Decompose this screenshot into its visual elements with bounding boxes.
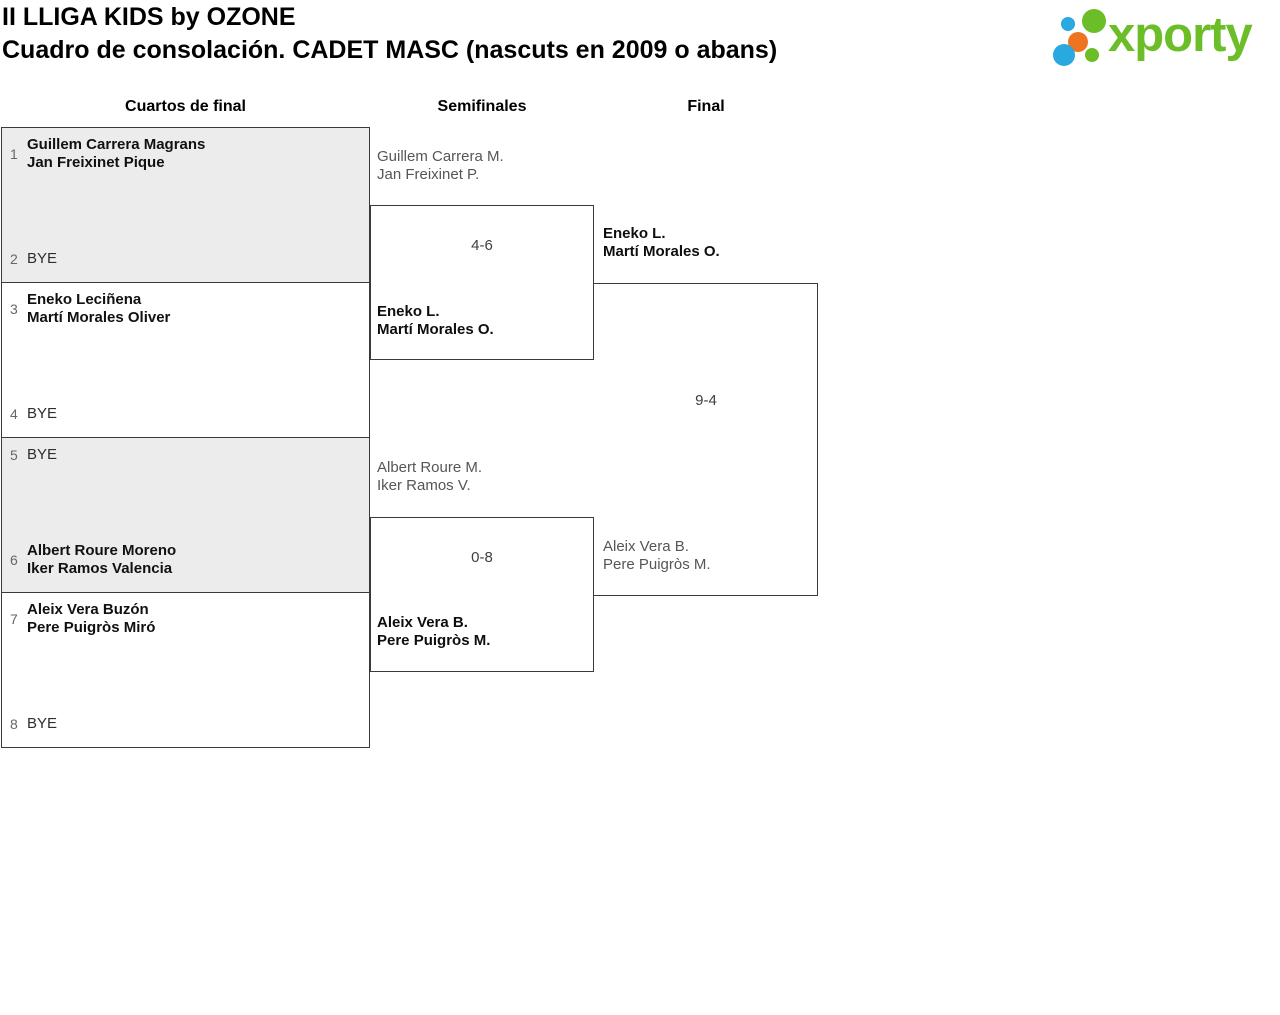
round-header-quarterfinals: Cuartos de final [125, 98, 246, 115]
bye-label: BYE [27, 405, 58, 422]
team-names: Guillem Carrera Magrans Jan Freixinet Pi… [27, 136, 205, 172]
event-title: II LLIGA KIDS by OZONE [2, 3, 296, 31]
bracket-slot-1: 1 Guillem Carrera Magrans Jan Freixinet … [2, 136, 369, 172]
round-header-semifinals: Semifinales [437, 98, 527, 115]
bracket-slot-7: 7 Aleix Vera Buzón Pere Puigròs Miró [2, 601, 369, 637]
semifinal-1-top-team: Guillem Carrera M. Jan Freixinet P. [377, 148, 504, 184]
seed-number: 1 [10, 146, 18, 162]
team-name-line: Martí Morales Oliver [27, 309, 171, 326]
semifinal-2-bottom-team: Aleix Vera B. Pere Puigròs M. [377, 614, 490, 650]
semifinal-1-box [370, 205, 594, 360]
bracket-slot-6: 6 Albert Roure Moreno Iker Ramos Valenci… [2, 542, 369, 578]
quarterfinal-pair-box-2: 3 Eneko Leciñena Martí Morales Oliver 4 … [1, 282, 370, 438]
team-name-line: Eneko L. [603, 225, 666, 242]
semifinal-2-box [370, 517, 594, 672]
seed-number: 4 [10, 406, 18, 422]
team-names: BYE [27, 715, 57, 733]
xporty-logo-dots-icon [1053, 9, 1106, 66]
team-names: Albert Roure Moreno Iker Ramos Valencia [27, 542, 176, 578]
semifinal-1-bottom-team: Eneko L. Martí Morales O. [377, 303, 494, 339]
final-top-team: Eneko L. Martí Morales O. [603, 225, 720, 261]
xporty-logo[interactable]: xporty [1050, 3, 1278, 69]
team-name-line: Jan Freixinet Pique [27, 154, 165, 171]
team-name-line: Martí Morales O. [603, 243, 720, 260]
team-name-line: Albert Roure Moreno [27, 542, 177, 559]
final-score: 9-4 [695, 392, 717, 409]
semifinal-2-top-team: Albert Roure M. Iker Ramos V. [377, 459, 482, 495]
seed-number: 5 [10, 447, 18, 463]
quarterfinal-pair-box-4: 7 Aleix Vera Buzón Pere Puigròs Miró 8 B… [1, 592, 370, 748]
team-name-line: Aleix Vera Buzón [27, 601, 149, 618]
round-header-final: Final [687, 98, 725, 115]
seed-number: 6 [10, 552, 18, 568]
team-name-line: Pere Puigròs M. [603, 556, 711, 573]
semifinal-2-score: 0-8 [471, 549, 493, 566]
team-names: BYE [27, 405, 57, 423]
final-bottom-team: Aleix Vera B. Pere Puigròs M. [603, 538, 711, 574]
page-title: II LLIGA KIDS by OZONE Cuadro de consola… [2, 1, 777, 67]
team-name-line: Pere Puigròs M. [377, 632, 491, 649]
team-name-line: Aleix Vera B. [377, 614, 468, 631]
bye-label: BYE [27, 715, 58, 732]
bracket-slot-5: 5 BYE [2, 446, 369, 464]
bye-label: BYE [27, 250, 58, 267]
team-name-line: Guillem Carrera Magrans [27, 136, 206, 153]
quarterfinal-pair-box-1: 1 Guillem Carrera Magrans Jan Freixinet … [1, 127, 370, 283]
team-name-line: Iker Ramos V. [377, 477, 471, 494]
team-name-line: Aleix Vera B. [603, 538, 689, 555]
team-name-line: Guillem Carrera M. [377, 148, 504, 165]
bracket-slot-2: 2 BYE [2, 250, 369, 268]
seed-number: 8 [10, 716, 18, 732]
team-name-line: Pere Puigròs Miró [27, 619, 156, 636]
bracket-subtitle: Cuadro de consolación. CADET MASC (nascu… [2, 36, 778, 64]
final-box [594, 283, 818, 596]
bye-label: BYE [27, 446, 58, 463]
quarterfinal-pair-box-3: 5 BYE 6 Albert Roure Moreno Iker Ramos V… [1, 437, 370, 593]
team-name-line: Martí Morales O. [377, 321, 494, 338]
team-names: BYE [27, 250, 57, 268]
bracket-slot-4: 4 BYE [2, 405, 369, 423]
seed-number: 2 [10, 251, 18, 267]
bracket-slot-3: 3 Eneko Leciñena Martí Morales Oliver [2, 291, 369, 327]
team-name-line: Jan Freixinet P. [377, 166, 480, 183]
team-name-line: Eneko L. [377, 303, 440, 320]
team-name-line: Eneko Leciñena [27, 291, 142, 308]
bracket-slot-8: 8 BYE [2, 715, 369, 733]
team-names: BYE [27, 446, 57, 464]
xporty-wordmark: xporty [1108, 8, 1253, 62]
team-name-line: Albert Roure M. [377, 459, 483, 476]
seed-number: 7 [10, 611, 18, 627]
team-name-line: Iker Ramos Valencia [27, 560, 173, 577]
semifinal-1-score: 4-6 [471, 237, 493, 254]
team-names: Eneko Leciñena Martí Morales Oliver [27, 291, 170, 327]
team-names: Aleix Vera Buzón Pere Puigròs Miró [27, 601, 155, 637]
seed-number: 3 [10, 301, 18, 317]
